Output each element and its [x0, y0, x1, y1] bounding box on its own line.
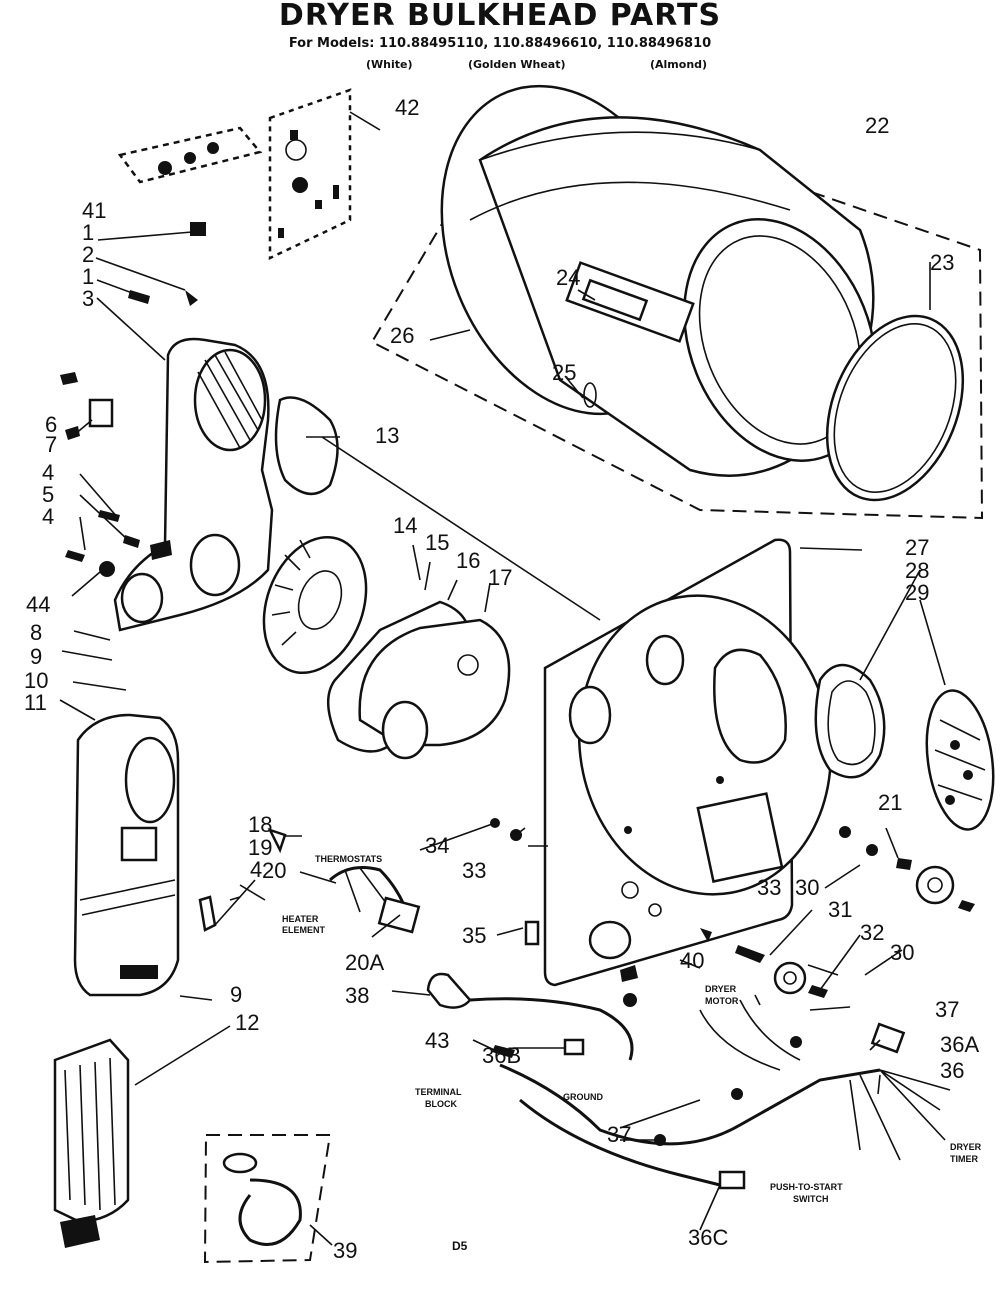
part-9a: 9 — [30, 644, 42, 669]
part-11: 11 — [24, 690, 47, 715]
color-variants: (White) (Golden Wheat) (Almond) — [360, 58, 760, 76]
part-7: 7 — [45, 432, 57, 457]
part-18: 18 — [248, 812, 272, 837]
part-4a: 4 — [42, 460, 54, 485]
part-30b: 30 — [890, 940, 914, 965]
front-access-panel — [73, 713, 180, 997]
callout-labels: THERMOSTATS HEATER ELEMENT DRYER MOTOR T… — [282, 854, 982, 1253]
part-39: 39 — [333, 1238, 357, 1263]
part-36b: 36B — [482, 1043, 521, 1068]
label-heater: HEATER — [282, 914, 319, 924]
part-1b: 1 — [82, 264, 94, 289]
model-list: For Models: 110.88495110, 110.88496610, … — [288, 36, 712, 51]
variant-almond: (Almond) — [650, 58, 708, 71]
part-15: 15 — [425, 530, 449, 555]
part-20a: 20A — [345, 950, 384, 975]
part-33a: 33 — [462, 858, 486, 883]
label-timer-2: TIMER — [950, 1154, 978, 1164]
part-10: 10 — [24, 668, 48, 693]
part-24: 24 — [556, 265, 580, 290]
lint-screen — [814, 663, 995, 831]
part-4c: 4 — [250, 857, 262, 882]
part-26: 26 — [390, 323, 414, 348]
label-dryer: DRYER — [705, 984, 737, 994]
part-1a: 1 — [82, 220, 94, 245]
bulkhead-panel — [543, 538, 833, 987]
part-17: 17 — [488, 565, 512, 590]
label-push-to-start: PUSH-TO-START — [770, 1182, 843, 1192]
heater-element — [53, 1038, 130, 1248]
part-22: 22 — [865, 113, 889, 138]
part-43: 43 — [425, 1028, 449, 1053]
part-21: 21 — [878, 790, 902, 815]
part-number-labels: 41 1 2 1 3 42 22 23 24 26 25 13 6 7 4 5 … — [24, 95, 979, 1263]
part-2: 2 — [82, 242, 94, 267]
label-thermostats: THERMOSTATS — [315, 854, 382, 864]
part-27: 27 — [905, 535, 929, 560]
label-timer-1: DRYER — [950, 1142, 982, 1152]
part-25: 25 — [552, 360, 576, 385]
part-6: 6 — [45, 412, 57, 437]
blower-housing — [60, 222, 339, 854]
part-9b: 9 — [230, 982, 242, 1007]
footer-code: D5 — [452, 1239, 468, 1253]
part-40: 40 — [680, 948, 704, 973]
control-panel-parts — [117, 88, 352, 260]
variant-white: (White) — [366, 58, 413, 71]
part-32: 32 — [860, 920, 884, 945]
part-8: 8 — [30, 620, 42, 645]
part-42: 42 — [395, 95, 419, 120]
part-23: 23 — [930, 250, 954, 275]
label-switch: SWITCH — [793, 1194, 829, 1204]
part-34: 34 — [425, 833, 449, 858]
part-41: 41 — [82, 198, 106, 223]
drum-assembly — [370, 84, 984, 520]
part-20: 20 — [262, 858, 286, 883]
part-12: 12 — [235, 1010, 259, 1035]
part-33b: 33 — [757, 875, 781, 900]
part-5: 5 — [42, 482, 54, 507]
part-14: 14 — [393, 513, 417, 538]
label-terminal: TERMINAL — [415, 1087, 462, 1097]
idler-pulley-parts — [490, 818, 975, 998]
label-block: BLOCK — [425, 1099, 457, 1109]
part-19: 19 — [248, 835, 272, 860]
part-36: 36 — [940, 1058, 964, 1083]
diagram-title: DRYER BULKHEAD PARTS — [278, 0, 722, 33]
part-16: 16 — [456, 548, 480, 573]
part-31: 31 — [828, 897, 852, 922]
part-28: 28 — [905, 558, 929, 583]
leader-lines — [59, 111, 946, 1246]
part-13: 13 — [375, 423, 399, 448]
wiring-harness — [426, 965, 951, 1190]
part-35: 35 — [462, 923, 486, 948]
part-29: 29 — [905, 580, 929, 605]
part-38: 38 — [345, 983, 369, 1008]
part-36a: 36A — [940, 1032, 979, 1057]
part-3: 3 — [82, 286, 94, 311]
part-37a: 37 — [935, 997, 959, 1022]
part-30a: 30 — [795, 875, 819, 900]
blower-wheel-and-duct — [262, 535, 511, 760]
part-36c: 36C — [688, 1225, 728, 1250]
part-44: 44 — [26, 592, 50, 617]
label-motor: MOTOR — [705, 996, 739, 1006]
part-4b: 4 — [42, 504, 54, 529]
variant-golden-wheat: (Golden Wheat) — [468, 58, 566, 71]
label-element: ELEMENT — [282, 925, 326, 935]
label-ground: GROUND — [563, 1092, 603, 1102]
part-37b: 37 — [607, 1122, 631, 1147]
wire-tie-kit — [203, 1134, 332, 1264]
